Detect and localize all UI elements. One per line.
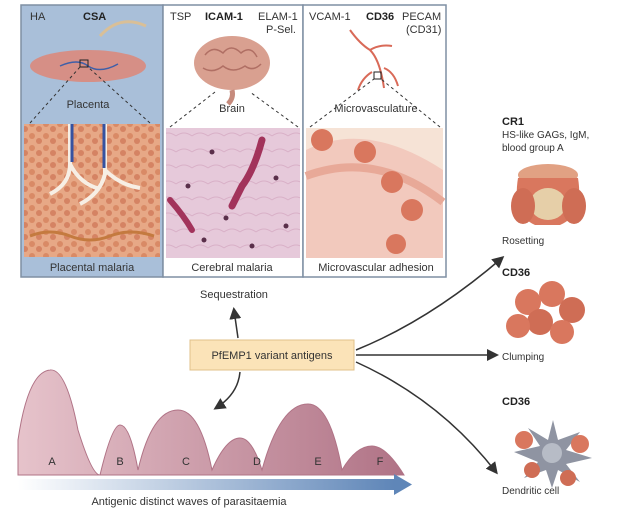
placental-tissue-image bbox=[24, 124, 160, 257]
rosetting-section: CR1 HS-like GAGs, IgM, blood group A Ros… bbox=[502, 116, 589, 247]
wave-axis bbox=[18, 474, 412, 495]
receptor-cd36-panel: CD36 bbox=[366, 11, 394, 23]
dendritic-label: Dendritic cell bbox=[502, 486, 559, 497]
vessel-adhesion-image bbox=[304, 128, 446, 258]
clumping-receptor: CD36 bbox=[502, 267, 530, 279]
cerebral-tissue-image bbox=[166, 128, 300, 258]
receptor-csa: CSA bbox=[83, 11, 106, 23]
wave-peak-c: C bbox=[182, 456, 190, 468]
placenta-panel: HA CSA Placenta Placental malaria bbox=[20, 4, 164, 278]
receptor-vcam1: VCAM-1 bbox=[309, 11, 351, 23]
rosetting-receptor: CR1 bbox=[502, 116, 524, 128]
microvasculature-illustration bbox=[349, 29, 399, 91]
receptor-ha: HA bbox=[30, 11, 46, 23]
dendritic-section: CD36 Dendritic cell bbox=[502, 396, 592, 497]
clumping-section: CD36 Clumping bbox=[502, 267, 585, 363]
clump-illustration bbox=[506, 281, 585, 344]
dendritic-receptor: CD36 bbox=[502, 396, 530, 408]
receptor-pecam: PECAM bbox=[402, 11, 441, 23]
antigen-box bbox=[189, 339, 355, 371]
sequestration-label: Sequestration bbox=[200, 289, 268, 301]
cerebral-malaria-caption: Cerebral malaria bbox=[191, 262, 273, 274]
arrow-to-dendritic bbox=[355, 361, 498, 475]
receptor-cd31: (CD31) bbox=[406, 24, 441, 36]
arrow-to-sequestration bbox=[229, 307, 242, 339]
parasitaemia-waves: A B C D E F bbox=[17, 369, 405, 476]
receptor-p-sel: P-Sel. bbox=[266, 24, 296, 36]
vasculature-panel: VCAM-1 CD36 PECAM (CD31) Microvasculatur… bbox=[302, 4, 447, 278]
receptor-icam1: ICAM-1 bbox=[205, 11, 243, 23]
brain-organ-label: Brain bbox=[219, 103, 245, 115]
wave-peak-f: F bbox=[377, 456, 384, 468]
rosetting-detail-2: blood group A bbox=[502, 143, 564, 154]
brain-illustration bbox=[194, 36, 270, 106]
brain-panel: TSP ICAM-1 ELAM-1 P-Sel. Brain Cerebral … bbox=[162, 4, 304, 278]
placenta-organ-label: Placenta bbox=[67, 99, 111, 111]
wave-axis-label: Antigenic distinct waves of parasitaemia bbox=[91, 496, 287, 508]
receptor-tsp: TSP bbox=[170, 11, 191, 23]
wave-peak-b: B bbox=[116, 456, 123, 468]
dendritic-cell-illustration bbox=[514, 420, 592, 488]
placenta-illustration bbox=[30, 20, 147, 82]
microvascular-adhesion-caption: Microvascular adhesion bbox=[318, 262, 434, 274]
rosetting-detail-1: HS-like GAGs, IgM, bbox=[502, 130, 589, 141]
microvasculature-organ-label: Microvasculature bbox=[334, 103, 417, 115]
rosette-illustration bbox=[511, 164, 586, 225]
wave-peak-a: A bbox=[48, 456, 56, 468]
rosetting-label: Rosetting bbox=[502, 236, 544, 247]
wave-peak-d: D bbox=[253, 456, 261, 468]
clumping-label: Clumping bbox=[502, 352, 544, 363]
arrow-to-waves bbox=[213, 371, 241, 410]
arrow-to-rosetting bbox=[355, 256, 505, 351]
wave-peak-e: E bbox=[314, 456, 321, 468]
placental-malaria-caption: Placental malaria bbox=[50, 262, 135, 274]
receptor-elam1: ELAM-1 bbox=[258, 11, 298, 23]
antigen-label: PfEMP1 variant antigens bbox=[211, 350, 333, 362]
